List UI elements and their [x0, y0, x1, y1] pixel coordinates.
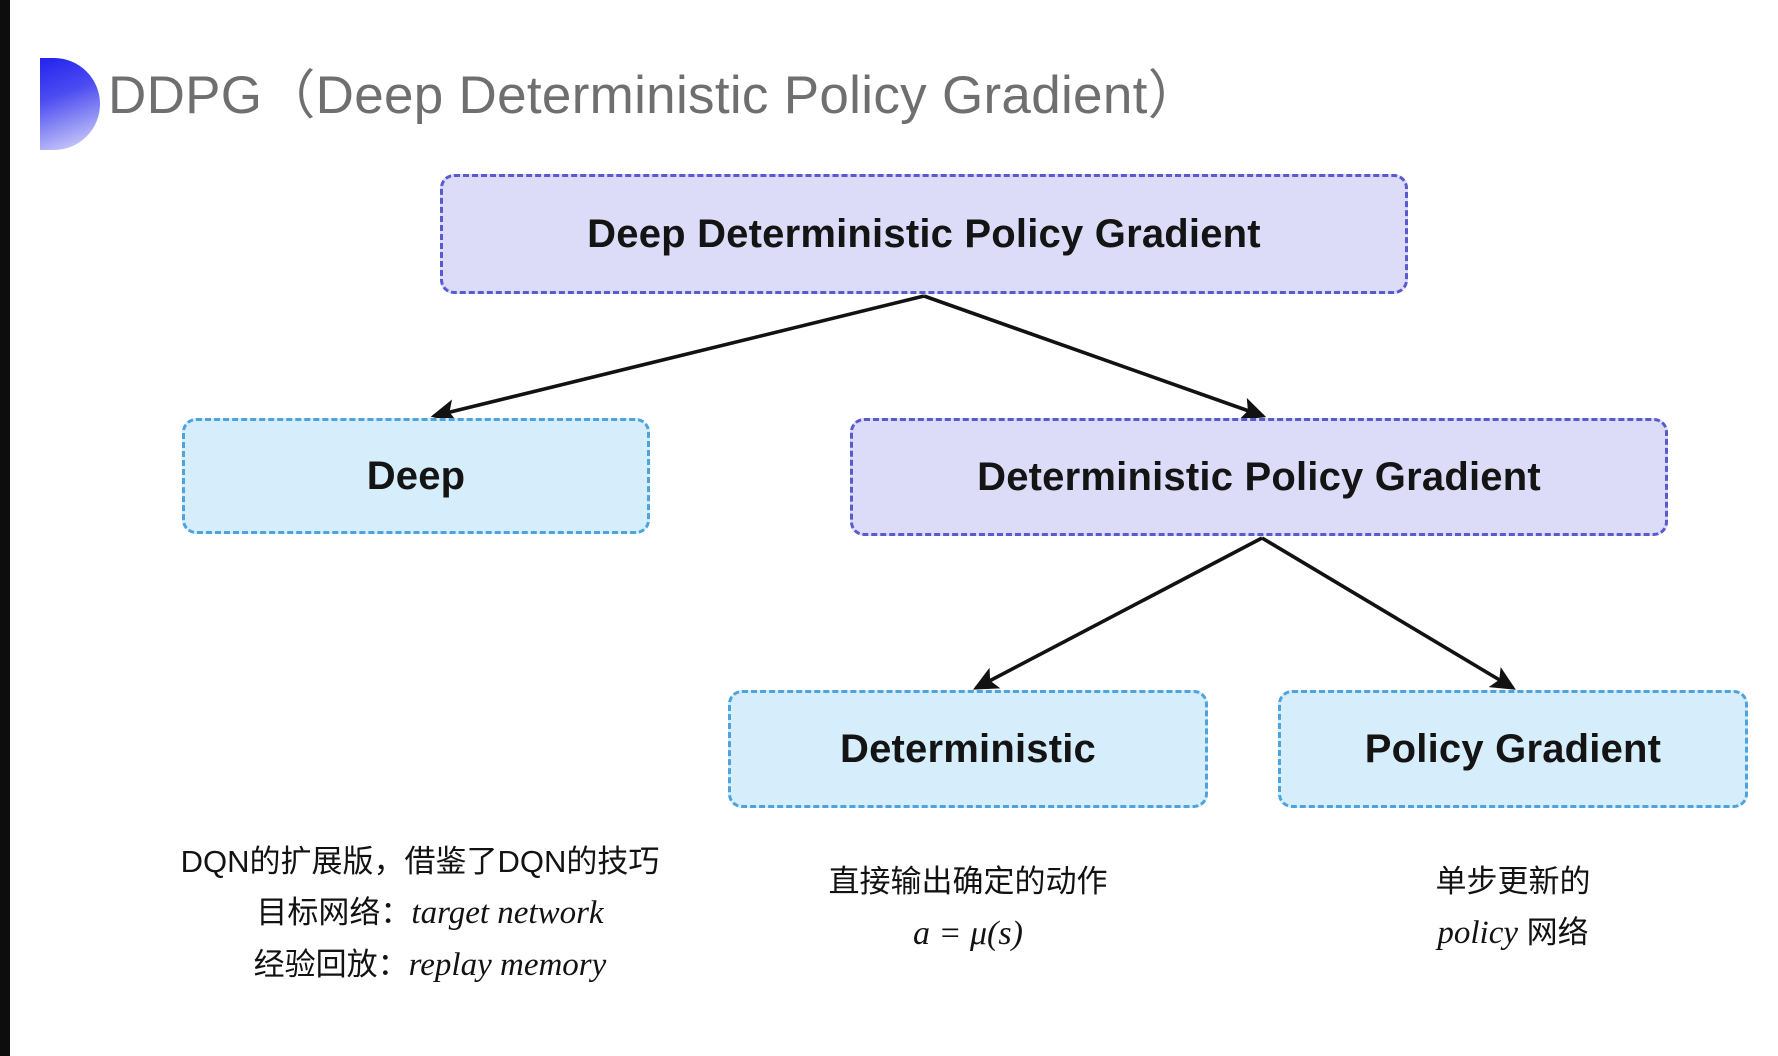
node-root[interactable]: Deep Deterministic Policy Gradient	[440, 174, 1408, 294]
caption-deep-line2: 目标网络：target network	[110, 887, 730, 939]
node-deterministic-policy-gradient[interactable]: Deterministic Policy Gradient	[850, 418, 1668, 536]
caption-deep-line2-term: target network	[411, 894, 604, 931]
edge-root-to-dpg	[923, 294, 1267, 420]
title-decoration-icon	[40, 58, 100, 150]
caption-policy-gradient-line1: 单步更新的	[1435, 864, 1591, 899]
caption-deep-line3-term: replay memory	[408, 947, 607, 984]
node-policy-gradient[interactable]: Policy Gradient	[1278, 690, 1748, 808]
caption-policy-gradient-suffix: 网络	[1518, 914, 1589, 950]
caption-policy-gradient-term: policy	[1437, 914, 1518, 951]
caption-deterministic: 直接输出确定的动作 a = μ(s)	[728, 858, 1208, 961]
page-title: DDPG（Deep Deterministic Policy Gradient）	[108, 66, 1201, 125]
caption-deterministic-formula: a = μ(s)	[913, 914, 1023, 952]
caption-policy-gradient-line2: policy 网络	[1278, 907, 1748, 959]
edge-root-to-deep	[430, 294, 925, 423]
node-deterministic[interactable]: Deterministic	[728, 690, 1208, 808]
caption-deep-line1: DQN的扩展版，借鉴了DQN的技巧	[180, 844, 660, 879]
caption-deep-line3: 经验回放：replay memory	[110, 939, 730, 991]
node-deep[interactable]: Deep	[182, 418, 650, 534]
caption-deep-line3-label: 经验回放：	[253, 947, 409, 983]
edge-dpg-to-policy-gradient	[1261, 536, 1516, 690]
edge-dpg-to-deterministic	[973, 536, 1263, 690]
caption-deep: DQN的扩展版，借鉴了DQN的技巧 目标网络：target network 经验…	[110, 838, 730, 991]
caption-policy-gradient: 单步更新的 policy 网络	[1278, 858, 1748, 959]
caption-deterministic-line1: 直接输出确定的动作	[828, 864, 1108, 899]
caption-deep-line2-label: 目标网络：	[256, 894, 412, 930]
